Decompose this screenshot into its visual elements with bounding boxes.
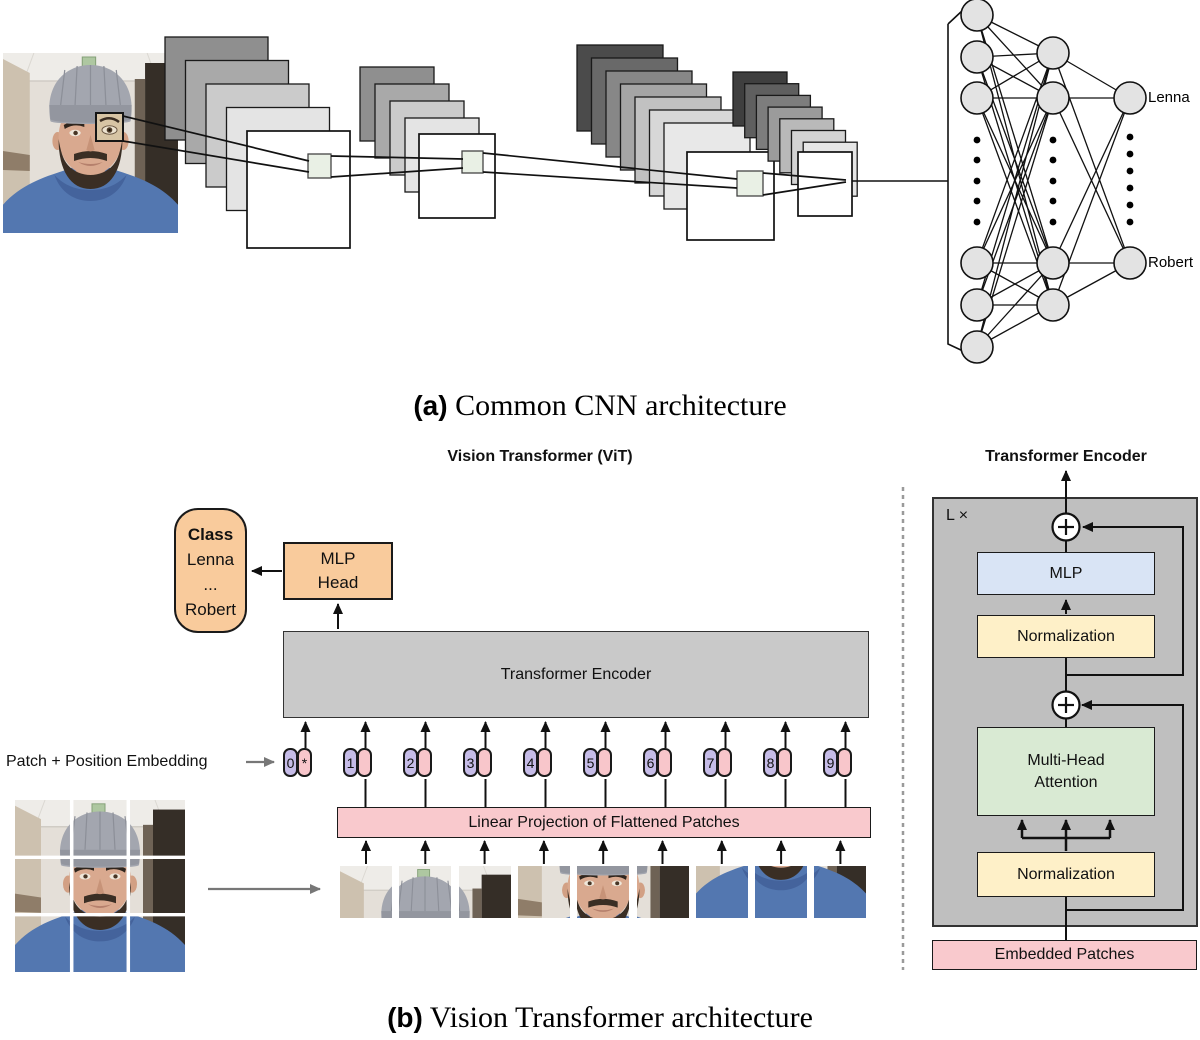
image-patch-2 bbox=[399, 866, 452, 918]
feature-map-stacks bbox=[164, 36, 858, 249]
image-patch-5 bbox=[577, 866, 630, 918]
token-4: 4 bbox=[523, 748, 552, 777]
token-6: 6 bbox=[643, 748, 672, 777]
class-output-capsule: Class Lenna ... Robert bbox=[174, 508, 247, 633]
token-8-position: 8 bbox=[763, 748, 778, 777]
image-patch-3 bbox=[458, 866, 511, 918]
linear-projection-label: Linear Projection of Flattened Patches bbox=[468, 813, 740, 831]
transformer-encoder-bar: Transformer Encoder bbox=[283, 631, 869, 718]
vit-title: Vision Transformer (ViT) bbox=[447, 448, 633, 465]
token-1: 1 bbox=[343, 748, 372, 777]
image-patch-8 bbox=[755, 866, 808, 918]
token-7-position: 7 bbox=[703, 748, 718, 777]
cnn-output-label-robert: Robert bbox=[1148, 254, 1194, 271]
normalization-bottom-box: Normalization bbox=[977, 852, 1155, 897]
mlp-head-line1: MLP bbox=[320, 549, 356, 568]
encoder-panel-title: Transformer Encoder bbox=[985, 448, 1147, 465]
token-4-embedding bbox=[537, 748, 552, 777]
token-2-embedding bbox=[417, 748, 432, 777]
token-5-embedding bbox=[597, 748, 612, 777]
token-5: 5 bbox=[583, 748, 612, 777]
cnn-output-label-lenna: Lenna bbox=[1148, 89, 1190, 106]
fully-connected-network bbox=[960, 0, 1147, 364]
token-0: 0* bbox=[283, 748, 312, 777]
token-1-embedding bbox=[357, 748, 372, 777]
normalization-top-label: Normalization bbox=[1017, 627, 1115, 645]
cnn-diagram bbox=[3, 0, 1147, 364]
caption-b: (b) Vision Transformer architecture bbox=[0, 1001, 1200, 1035]
token-3-embedding bbox=[477, 748, 492, 777]
convolution-lines bbox=[122, 115, 847, 196]
token-0-position: 0 bbox=[283, 748, 298, 777]
image-patch-4 bbox=[517, 866, 570, 918]
mha-line2: Attention bbox=[1034, 773, 1098, 791]
token-1-position: 1 bbox=[343, 748, 358, 777]
image-patch-7 bbox=[695, 866, 748, 918]
normalization-top-box: Normalization bbox=[977, 615, 1155, 658]
token-5-position: 5 bbox=[583, 748, 598, 777]
gridded-photo bbox=[15, 800, 185, 972]
caption-a-text: Common CNN architecture bbox=[447, 389, 787, 422]
token-8: 8 bbox=[763, 748, 792, 777]
class-item-ellipsis: ... bbox=[203, 575, 218, 594]
caption-b-tag: (b) bbox=[387, 1002, 423, 1033]
token-9: 9 bbox=[823, 748, 852, 777]
token-8-embedding bbox=[777, 748, 792, 777]
receptive-field-box bbox=[95, 112, 124, 142]
image-patch-1 bbox=[340, 866, 392, 918]
linear-projection-box: Linear Projection of Flattened Patches bbox=[337, 807, 871, 838]
token-2-position: 2 bbox=[403, 748, 418, 777]
token-2: 2 bbox=[403, 748, 432, 777]
mlp-head-box: MLP Head bbox=[283, 542, 393, 600]
caption-a: (a) Common CNN architecture bbox=[0, 389, 1200, 423]
caption-b-text: Vision Transformer architecture bbox=[422, 1001, 813, 1034]
image-patch-6 bbox=[636, 866, 689, 918]
mlp-head-line2: Head bbox=[317, 573, 359, 592]
token-9-embedding bbox=[837, 748, 852, 777]
token-3: 3 bbox=[463, 748, 492, 777]
token-6-position: 6 bbox=[643, 748, 658, 777]
multi-head-attention-box: Multi-Head Attention bbox=[977, 727, 1155, 816]
class-heading: Class bbox=[187, 525, 234, 544]
token-6-embedding bbox=[657, 748, 672, 777]
layers-count-label: L × bbox=[946, 507, 969, 524]
token-7: 7 bbox=[703, 748, 732, 777]
class-item-lenna: Lenna bbox=[186, 550, 235, 569]
token-7-embedding bbox=[717, 748, 732, 777]
mlp-box-label: MLP bbox=[1049, 564, 1083, 582]
normalization-bottom-label: Normalization bbox=[1017, 865, 1115, 883]
class-item-robert: Robert bbox=[184, 600, 237, 619]
patch-position-embedding-label: Patch + Position Embedding bbox=[6, 753, 208, 770]
mha-line1: Multi-Head bbox=[1027, 751, 1105, 769]
caption-a-tag: (a) bbox=[413, 390, 448, 421]
embedded-patches-label: Embedded Patches bbox=[994, 946, 1135, 963]
image-patch-9 bbox=[814, 866, 867, 918]
flatten-bracket bbox=[852, 9, 964, 352]
mlp-box: MLP bbox=[977, 552, 1155, 595]
token-9-position: 9 bbox=[823, 748, 838, 777]
transformer-encoder-bar-label: Transformer Encoder bbox=[500, 665, 652, 683]
embedded-patches-box: Embedded Patches bbox=[932, 940, 1197, 970]
token-4-position: 4 bbox=[523, 748, 538, 777]
token-0-embedding: * bbox=[297, 748, 312, 777]
token-3-position: 3 bbox=[463, 748, 478, 777]
input-photo bbox=[3, 53, 178, 233]
